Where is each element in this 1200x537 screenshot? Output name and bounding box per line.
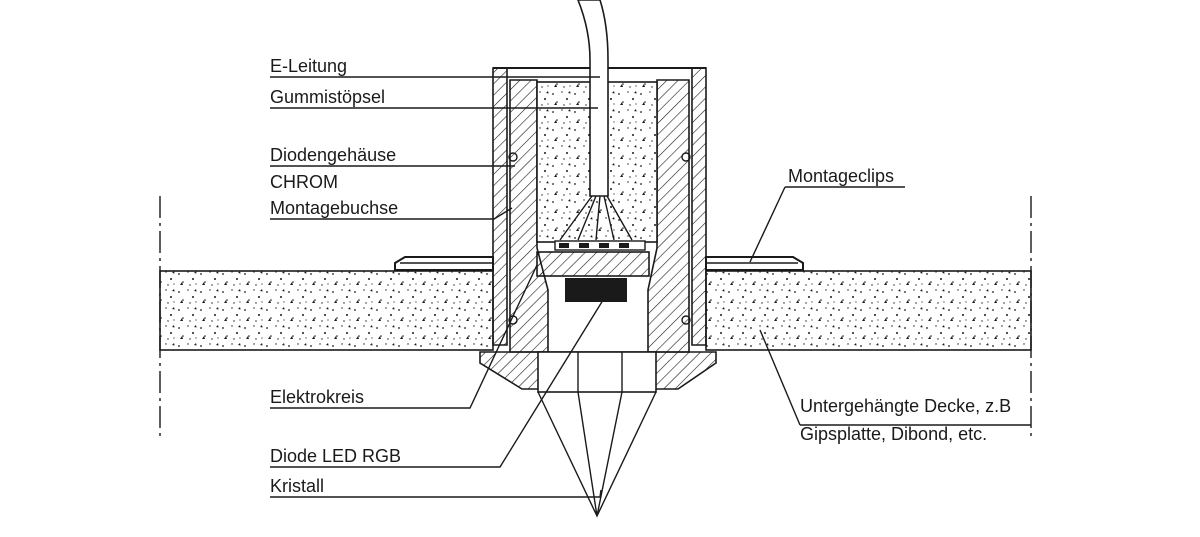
label-gummistoepsel: Gummistöpsel	[270, 87, 385, 107]
circuit-board	[536, 251, 650, 277]
label-diodengehaeuse: Diodengehäuse	[270, 145, 396, 165]
label-elektrokreis: Elektrokreis	[270, 387, 364, 407]
label-montageclips: Montageclips	[788, 166, 894, 186]
ceiling-panel	[159, 196, 1032, 436]
mounting-socket	[492, 67, 707, 346]
label-kristall: Kristall	[270, 476, 324, 496]
crystal	[537, 351, 657, 518]
label-decke-line2: Gipsplatte, Dibond, etc.	[800, 424, 987, 444]
led-diode	[565, 278, 627, 302]
label-chrom: CHROM	[270, 172, 338, 192]
label-diode-led-rgb: Diode LED RGB	[270, 446, 401, 466]
leader-lines	[270, 76, 1031, 498]
led-chip-row	[554, 240, 646, 251]
label-decke-line1: Untergehängte Decke, z.B	[800, 396, 1011, 416]
electric-cable	[559, 0, 633, 241]
label-montagebuchse: Montagebuchse	[270, 198, 398, 218]
label-e-leitung: E-Leitung	[270, 56, 347, 76]
